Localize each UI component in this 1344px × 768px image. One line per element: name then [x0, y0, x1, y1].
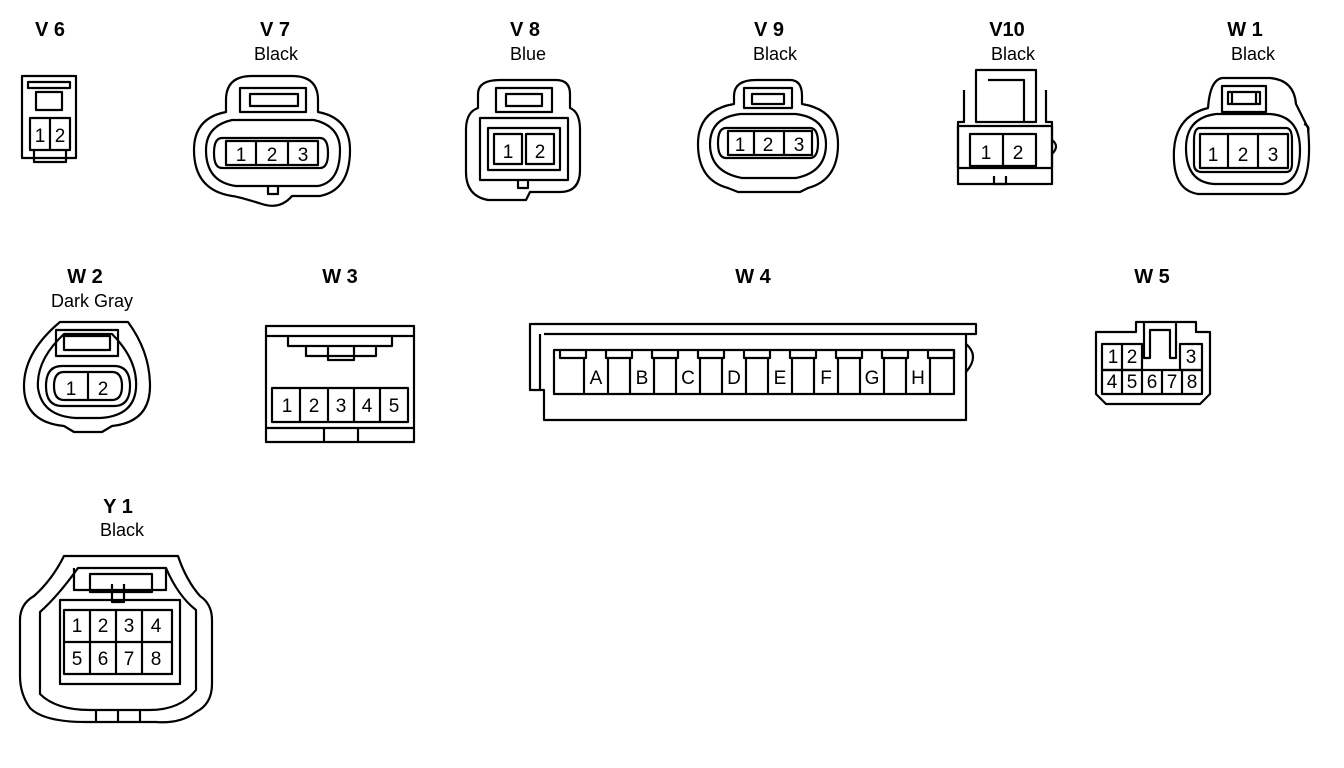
pin-y1-3: 3 — [124, 616, 135, 637]
pin-v7-2: 2 — [267, 145, 278, 166]
connector-w1: 1 2 3 — [1172, 76, 1311, 196]
pin-w4-h: H — [911, 368, 925, 389]
connector-code-v10: V10 — [989, 19, 1025, 41]
pin-w4-f: F — [820, 368, 832, 389]
connector-code-y1: Y 1 — [103, 496, 133, 518]
pin-y1-5: 5 — [72, 649, 83, 670]
pin-w3-4: 4 — [362, 396, 373, 417]
connector-color-w2: Dark Gray — [50, 291, 133, 311]
connector-y1: 1 2 3 4 5 6 7 8 — [18, 554, 214, 724]
pin-w4-b: B — [636, 368, 649, 389]
connector-v7: 1 2 3 — [192, 74, 352, 207]
pin-w5-2: 2 — [1127, 347, 1138, 368]
pin-w5-1: 1 — [1108, 347, 1119, 368]
pin-y1-2: 2 — [98, 616, 109, 637]
pin-w5-7: 7 — [1167, 372, 1178, 393]
pin-y1-1: 1 — [72, 616, 83, 637]
pin-w3-2: 2 — [309, 396, 320, 417]
pin-w3-1: 1 — [282, 396, 293, 417]
connector-color-y1: Black — [99, 520, 144, 540]
connector-v10: 1 2 — [956, 68, 1058, 186]
pin-w4-d: D — [727, 368, 741, 389]
connector-code-w1: W 1 — [1227, 19, 1263, 41]
pin-v10-1: 1 — [981, 143, 992, 164]
pin-v7-3: 3 — [298, 145, 309, 166]
connector-color-v7: Black — [253, 44, 298, 64]
pin-v8-1: 1 — [503, 142, 514, 163]
connector-w4: A B C D E F G H — [528, 322, 978, 422]
pin-w4-e: E — [774, 368, 787, 389]
pin-w5-4: 4 — [1107, 372, 1118, 393]
pin-y1-4: 4 — [151, 616, 162, 637]
connector-code-w5: W 5 — [1134, 266, 1170, 288]
pin-w2-2: 2 — [98, 379, 109, 400]
connector-color-w1: Black — [1230, 44, 1275, 64]
pin-v8-2: 2 — [535, 142, 546, 163]
pin-w5-3: 3 — [1186, 347, 1197, 368]
connector-code-w4: W 4 — [735, 266, 771, 288]
pin-w1-2: 2 — [1238, 145, 1249, 166]
connector-w3: 1 2 3 4 5 — [264, 324, 416, 444]
connector-color-v9: Black — [752, 44, 797, 64]
w4-pin-tabs — [558, 350, 956, 394]
connector-code-v7: V 7 — [259, 19, 291, 41]
connector-w2: 1 2 — [22, 320, 152, 434]
pin-w1-3: 3 — [1268, 145, 1279, 166]
pin-w5-5: 5 — [1127, 372, 1138, 393]
pin-v9-3: 3 — [794, 135, 805, 156]
pin-w4-g: G — [865, 368, 880, 389]
pin-v9-2: 2 — [763, 135, 774, 156]
pin-v6-1: 1 — [35, 126, 46, 147]
pin-v9-1: 1 — [735, 135, 746, 156]
pin-w5-6: 6 — [1147, 372, 1158, 393]
pin-v6-2: 2 — [55, 126, 66, 147]
connector-v8: 1 2 — [464, 78, 582, 202]
pin-y1-6: 6 — [98, 649, 109, 670]
connector-v9: 1 2 3 — [696, 78, 840, 194]
connector-color-v8: Blue — [509, 44, 547, 64]
pin-v7-1: 1 — [236, 145, 247, 166]
connector-code-w2: W 2 — [67, 266, 103, 288]
connector-color-v10: Black — [990, 44, 1035, 64]
pin-y1-8: 8 — [151, 649, 162, 670]
connector-code-v8: V 8 — [509, 19, 541, 41]
pin-y1-7: 7 — [124, 649, 135, 670]
pin-w2-1: 1 — [66, 379, 77, 400]
pin-w4-c: C — [681, 368, 695, 389]
connector-code-v9: V 9 — [753, 19, 785, 41]
connector-code-w3: W 3 — [322, 266, 358, 288]
pin-w3-3: 3 — [336, 396, 347, 417]
connector-v6: 1 2 — [20, 74, 78, 164]
connector-code-v6: V 6 — [34, 19, 66, 41]
pin-v10-2: 2 — [1013, 143, 1024, 164]
pin-w1-1: 1 — [1208, 145, 1219, 166]
pin-w5-8: 8 — [1187, 372, 1198, 393]
pin-w3-5: 5 — [389, 396, 400, 417]
pin-w4-a: A — [590, 368, 603, 389]
connector-w5: 1 2 3 4 5 6 7 8 — [1094, 320, 1212, 406]
